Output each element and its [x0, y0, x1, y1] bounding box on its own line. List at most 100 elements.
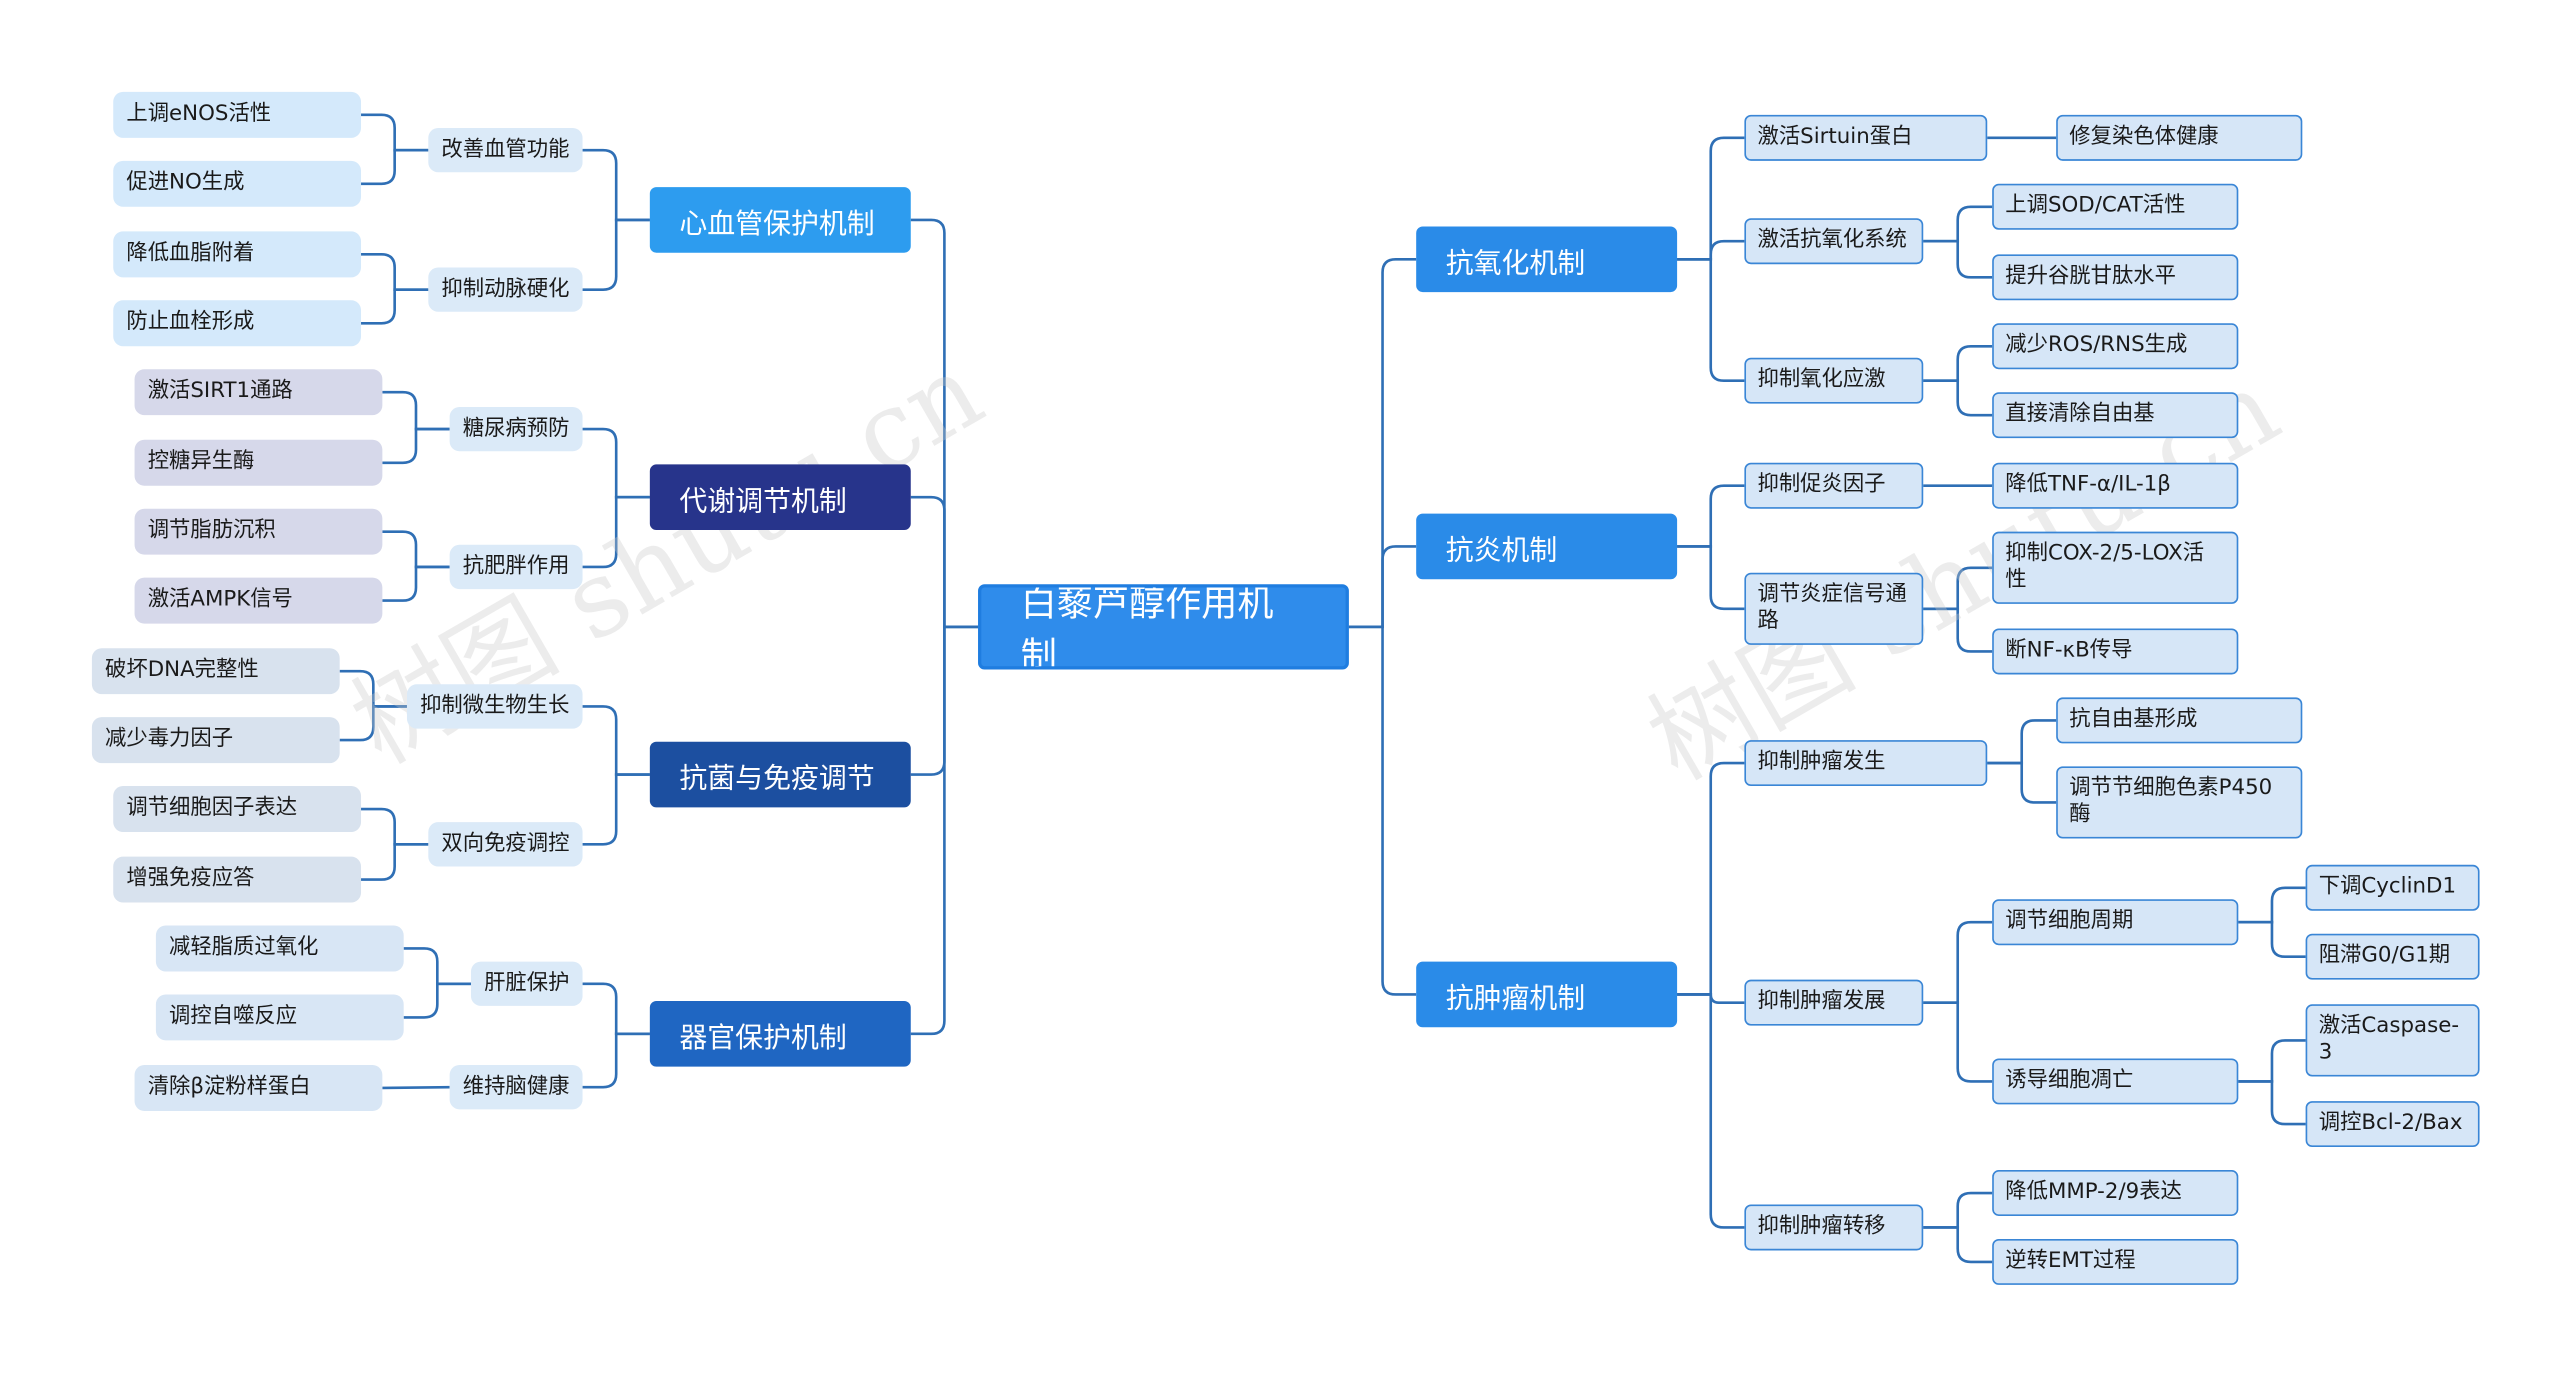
connector: [361, 288, 429, 325]
branch-antioxidant[interactable]: 抗氧化机制: [1416, 226, 1678, 293]
sub-tumor-progression[interactable]: 抑制肿瘤发展: [1744, 979, 1924, 1026]
branch-immune[interactable]: 抗菌与免疫调节: [649, 741, 911, 808]
sub-improve-vascular[interactable]: 改善血管功能: [428, 127, 583, 173]
connector: [1923, 1191, 1993, 1229]
connector: [1677, 136, 1745, 261]
connector: [1923, 1226, 1993, 1264]
leaf-mmp[interactable]: 降低MMP-2/9表达: [1992, 1170, 2239, 1216]
sub-proinflammatory[interactable]: 抑制促炎因子: [1744, 462, 1924, 509]
connector: [910, 218, 979, 629]
connector: [403, 947, 471, 986]
sub-tumor-onset[interactable]: 抑制肿瘤发生: [1744, 740, 1988, 787]
sub-inhibit-atherosclerosis[interactable]: 抑制动脉硬化: [428, 267, 583, 312]
connector: [361, 148, 429, 186]
sub-antioxidant-system[interactable]: 激活抗氧化系统: [1744, 218, 1924, 265]
connector: [1348, 257, 1417, 629]
leaf-p450[interactable]: 调节节细胞色素P450酶: [2056, 766, 2303, 839]
connector: [582, 427, 650, 499]
branch-cardio[interactable]: 心血管保护机制: [649, 187, 911, 253]
connector: [1923, 239, 1993, 279]
leaf-glutathione[interactable]: 提升谷胱甘肽水平: [1992, 254, 2239, 301]
sub-inhibit-microbe[interactable]: 抑制微生物生长: [406, 684, 583, 729]
sub-liver[interactable]: 肝脏保护: [470, 961, 583, 1006]
connector: [1923, 607, 1993, 653]
connector: [361, 113, 429, 152]
connector: [1677, 239, 1745, 261]
leaf-thrombus[interactable]: 防止血栓形成: [113, 300, 362, 347]
connector: [361, 842, 429, 881]
connector: [1677, 993, 1745, 1229]
leaf-chromosome[interactable]: 修复染色体健康: [2056, 114, 2303, 161]
connector: [1348, 625, 1417, 996]
connector: [382, 530, 450, 569]
connector: [1677, 545, 1745, 611]
sub-anti-obesity[interactable]: 抗肥胖作用: [449, 544, 583, 590]
sub-sirtuin[interactable]: 激活Sirtuin蛋白: [1744, 114, 1988, 161]
connector: [403, 982, 471, 1019]
leaf-g0g1[interactable]: 阻滞G0/G1期: [2305, 933, 2480, 980]
connector: [582, 495, 650, 569]
leaf-apoptosis[interactable]: 诱导细胞凋亡: [1992, 1058, 2239, 1105]
connector: [1923, 344, 1993, 383]
leaf-ampk[interactable]: 激活AMPK信号: [134, 577, 383, 624]
connector: [582, 705, 650, 776]
sub-tumor-metastasis[interactable]: 抑制肿瘤转移: [1744, 1204, 1924, 1251]
connector: [1923, 379, 1993, 417]
sub-brain[interactable]: 维持脑健康: [449, 1065, 583, 1110]
connector: [582, 982, 650, 1036]
connector: [1923, 205, 1993, 243]
leaf-enos[interactable]: 上调eNOS活性: [113, 91, 362, 138]
leaf-free-radical[interactable]: 直接清除自由基: [1992, 392, 2239, 439]
root-node[interactable]: 白藜芦醇作用机制: [978, 584, 1349, 670]
branch-metabolism[interactable]: 代谢调节机制: [649, 464, 911, 531]
leaf-gluconeogenesis[interactable]: 控糖异生酶: [134, 439, 383, 486]
leaf-caspase3[interactable]: 激活Caspase-3: [2305, 1004, 2480, 1077]
connector: [582, 773, 650, 846]
connector: [582, 148, 650, 222]
connector: [910, 495, 979, 629]
connector: [2238, 886, 2306, 924]
leaf-fat[interactable]: 调节脂肪沉积: [134, 508, 383, 555]
leaf-anti-radical[interactable]: 抗自由基形成: [2056, 697, 2303, 744]
leaf-immune-response[interactable]: 增强免疫应答: [113, 856, 362, 903]
connector: [1677, 484, 1745, 548]
leaf-cyclind1[interactable]: 下调CyclinD1: [2305, 864, 2480, 911]
connector: [910, 625, 979, 1036]
leaf-bcl2[interactable]: 调控Bcl-2/Bax: [2305, 1101, 2480, 1148]
leaf-dna[interactable]: 破坏DNA完整性: [91, 648, 340, 695]
leaf-sirt1[interactable]: 激活SIRT1通路: [134, 369, 383, 416]
sub-oxidative-stress[interactable]: 抑制氧化应激: [1744, 357, 1924, 404]
leaf-tnf[interactable]: 降低TNF-α/IL-1β: [1992, 462, 2239, 509]
leaf-nfkb[interactable]: 断NF-κB传导: [1992, 628, 2239, 675]
leaf-cell-cycle[interactable]: 调节细胞周期: [1992, 899, 2239, 946]
leaf-cytokine[interactable]: 调节细胞因子表达: [113, 786, 362, 832]
connector: [2238, 1039, 2306, 1083]
connector: [382, 427, 450, 465]
leaf-emt[interactable]: 逆转EMT过程: [1992, 1238, 2239, 1285]
connector: [1987, 761, 2057, 804]
leaf-lipid[interactable]: 降低血脂附着: [113, 231, 362, 278]
branch-antitumor[interactable]: 抗肿瘤机制: [1416, 961, 1678, 1028]
connector: [361, 253, 429, 291]
sub-diabetes[interactable]: 糖尿病预防: [449, 406, 583, 452]
connector: [1923, 566, 1993, 611]
leaf-ros[interactable]: 减少ROS/RNS生成: [1992, 323, 2239, 370]
leaf-no[interactable]: 促进NO生成: [113, 160, 362, 207]
connector: [1923, 920, 1993, 1004]
connector: [1987, 719, 2057, 765]
branch-organ[interactable]: 器官保护机制: [649, 1001, 911, 1067]
connector: [582, 1032, 650, 1089]
leaf-amyloid[interactable]: 清除β淀粉样蛋白: [134, 1065, 383, 1111]
leaf-autophagy[interactable]: 调控自噬反应: [155, 994, 404, 1041]
connector: [1677, 257, 1745, 383]
branch-anti-inflammatory[interactable]: 抗炎机制: [1416, 513, 1678, 580]
leaf-virulence[interactable]: 减少毒力因子: [91, 717, 340, 764]
leaf-cox[interactable]: 抑制COX-2/5-LOX活性: [1992, 531, 2239, 604]
leaf-sod-cat[interactable]: 上调SOD/CAT活性: [1992, 183, 2239, 230]
connector: [382, 390, 450, 431]
sub-inflammation-pathway[interactable]: 调节炎症信号通路: [1744, 572, 1924, 645]
sub-bidirectional-immune[interactable]: 双向免疫调控: [428, 822, 583, 867]
leaf-peroxidation[interactable]: 减轻脂质过氧化: [155, 925, 404, 972]
